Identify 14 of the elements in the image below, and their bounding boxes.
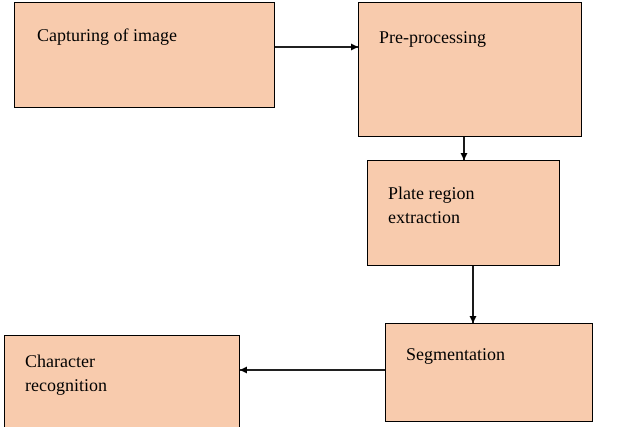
arrow xyxy=(470,266,476,323)
process-box xyxy=(385,323,593,422)
process-box xyxy=(358,2,582,137)
process-box xyxy=(367,160,560,266)
box-label: Segmentation xyxy=(406,343,505,366)
process-box xyxy=(4,335,240,427)
box-label: Capturing of image xyxy=(37,24,177,47)
box-label: Character recognition xyxy=(25,350,108,397)
box-label: Plate region extraction xyxy=(388,182,476,229)
arrow xyxy=(460,137,468,160)
arrow xyxy=(275,44,358,50)
process-box xyxy=(14,2,275,108)
box-label: Pre-processing xyxy=(379,26,486,49)
arrow xyxy=(240,366,385,374)
